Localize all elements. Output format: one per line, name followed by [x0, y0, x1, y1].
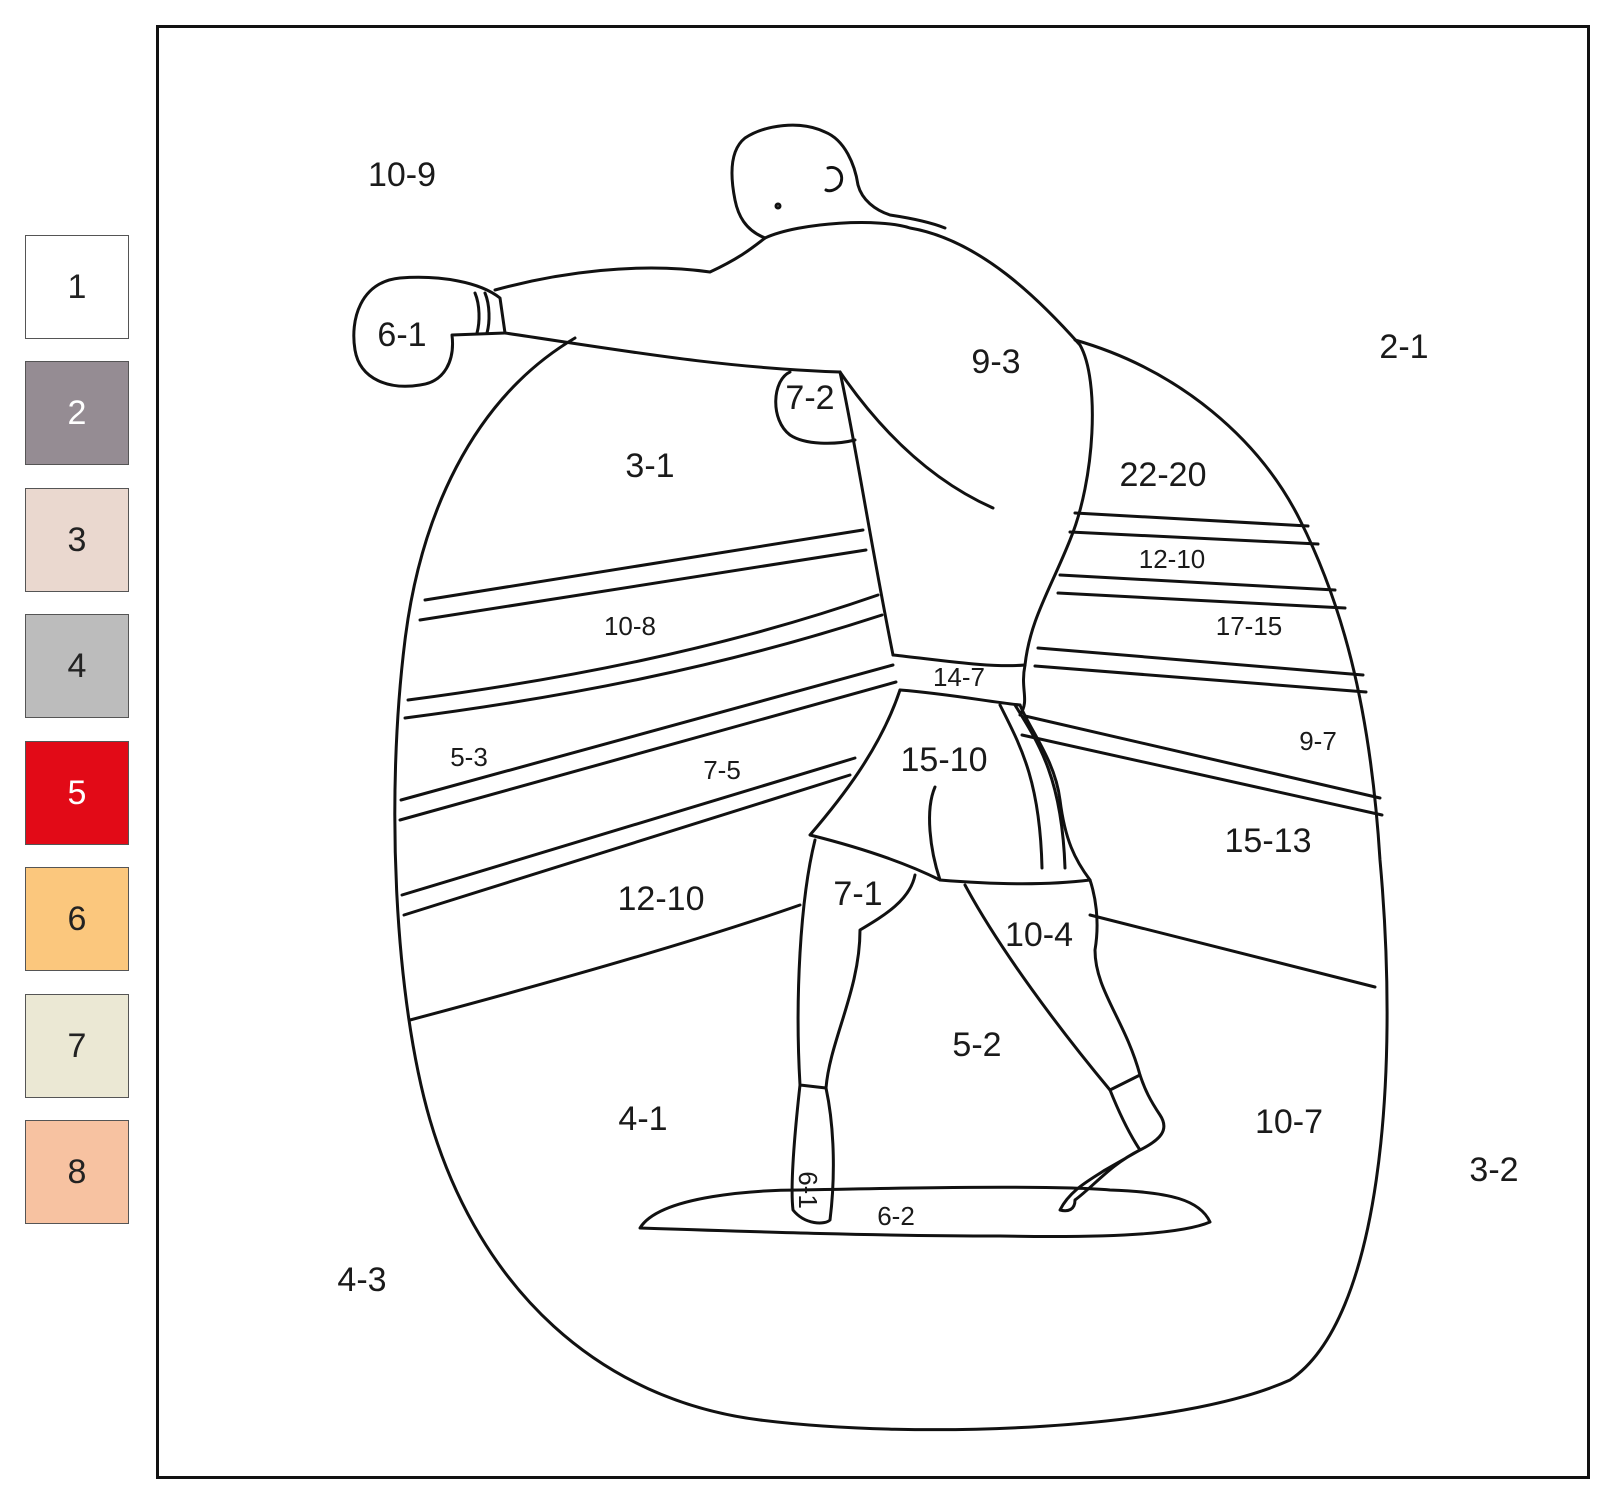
- boxer-arm-top: [493, 236, 767, 292]
- region-label-glove: 6-1: [377, 316, 427, 354]
- rope-left-3-bottom: [398, 680, 898, 822]
- region-label-wall-left: 3-1: [625, 447, 675, 485]
- region-label-waistband: 14-7: [932, 662, 986, 692]
- rope-left-1-bottom: [418, 548, 868, 622]
- region-label-shoe: 6-1: [793, 1171, 823, 1209]
- boxer-eye: [774, 202, 782, 210]
- region-label-left-leg: 7-1: [833, 875, 883, 913]
- region-label-rope-left-1: 10-8: [603, 611, 657, 641]
- region-label-right-leg: 10-4: [1004, 916, 1074, 954]
- region-label-shorts: 15-10: [900, 741, 988, 779]
- rope-left-2-bottom: [403, 613, 884, 720]
- elbow-patch: [774, 370, 857, 445]
- region-label-background-right: 2-1: [1379, 328, 1429, 366]
- shorts-stripe-2: [1013, 703, 1067, 870]
- legend-swatch-7[interactable]: 7: [25, 994, 129, 1098]
- glove-cuff-1: [473, 291, 481, 335]
- rope-left-3-top: [399, 663, 895, 802]
- rope-right-1-bottom: [1068, 530, 1320, 546]
- region-label-floor-left: 4-1: [618, 1100, 668, 1138]
- left-leg-outline: [796, 838, 917, 1090]
- rope-left-4-top: [400, 756, 857, 897]
- rope-right-2-top: [1058, 573, 1337, 592]
- floor-shadow: [638, 1185, 1212, 1239]
- rope-right-3-bottom: [1033, 664, 1368, 694]
- region-label-rope-right-3: 9-7: [1299, 726, 1337, 756]
- region-label-floor-right: 10-7: [1254, 1103, 1324, 1141]
- rope-right-2-bottom: [1056, 591, 1347, 610]
- rope-right-3-top: [1036, 646, 1365, 677]
- rope-right-1-top: [1073, 511, 1310, 528]
- region-label-rope-left-2: 5-3: [450, 742, 488, 772]
- boxer-ear: [824, 165, 844, 193]
- boxer-glove: [352, 275, 507, 388]
- boxer-arm-bottom: [503, 331, 842, 374]
- legend-swatch-8[interactable]: 8: [25, 1120, 129, 1224]
- floor-edge-right: [1088, 913, 1377, 989]
- legend-swatch-3[interactable]: 3: [25, 488, 129, 592]
- legend-swatch-4[interactable]: 4: [25, 614, 129, 718]
- legend-swatch-5[interactable]: 5: [25, 741, 129, 845]
- region-label-sky-top-left: 10-9: [367, 156, 437, 194]
- right-leg-outline: [963, 878, 1142, 1092]
- rope-left-4-bottom: [402, 773, 852, 917]
- ring-oval-outline: [393, 336, 1389, 1432]
- region-label-background-bottom-left: 4-3: [337, 1261, 387, 1299]
- legend-swatch-2[interactable]: 2: [25, 361, 129, 465]
- glove-cuff-2: [483, 291, 491, 335]
- region-label-rope-left-3: 7-5: [703, 755, 741, 785]
- color-legend: 1 2 3 4 5 6 7 8: [25, 0, 131, 1499]
- boxer-back: [763, 221, 1094, 717]
- region-label-floor-center: 5-2: [952, 1026, 1002, 1064]
- region-label-wall-left-low: 12-10: [617, 880, 705, 918]
- waistband-bottom: [898, 688, 1022, 707]
- right-shoe: [1058, 1073, 1166, 1213]
- rope-left-2-top: [406, 593, 880, 702]
- region-label-wall-right-low: 15-13: [1224, 822, 1312, 860]
- shorts-split: [928, 785, 942, 882]
- rope-right-4-bottom: [1020, 733, 1384, 817]
- boxer-side: [838, 370, 995, 510]
- region-label-wall-right: 22-20: [1119, 456, 1207, 494]
- legend-swatch-6[interactable]: 6: [25, 867, 129, 971]
- region-label-back: 9-3: [971, 343, 1021, 381]
- rope-right-4-top: [1023, 714, 1382, 800]
- region-label-rope-right-2: 17-15: [1215, 611, 1283, 641]
- rope-left-1-top: [423, 528, 865, 602]
- shorts-outline: [808, 688, 1092, 886]
- region-label-elbow: 7-2: [785, 379, 835, 417]
- boxer-torso-front: [838, 370, 895, 657]
- region-label-shadow: 6-2: [877, 1201, 915, 1231]
- boxer-head: [730, 123, 947, 240]
- region-label-background-bottom-right: 3-2: [1469, 1151, 1519, 1189]
- shorts-stripe-1: [998, 703, 1044, 870]
- left-shoe: [790, 1083, 835, 1225]
- waistband-top: [891, 653, 1027, 668]
- floor-edge-left: [408, 903, 802, 1022]
- legend-swatch-1[interactable]: 1: [25, 235, 129, 339]
- region-label-rope-right-1: 12-10: [1138, 544, 1206, 574]
